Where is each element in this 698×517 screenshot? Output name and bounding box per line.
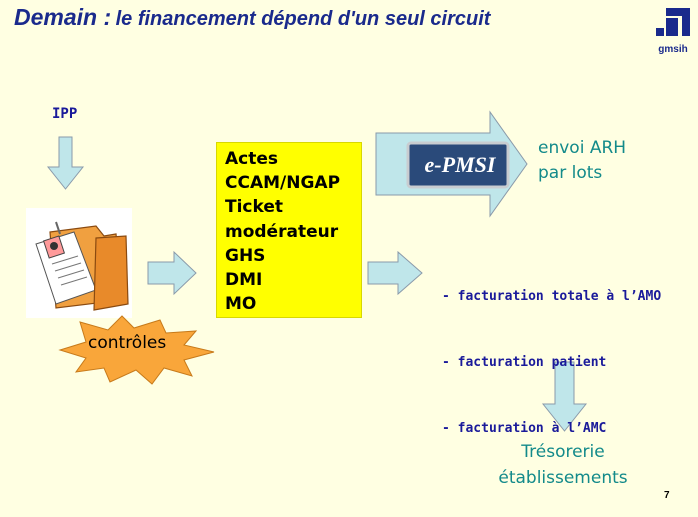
down-arrow-ipp: [46, 136, 85, 190]
title-rest: le financement dépend d'un seul circuit: [115, 8, 491, 30]
right-arrow-folder: [147, 250, 197, 296]
data-item: Actes: [225, 149, 279, 169]
data-item: CCAM/NGAP: [225, 173, 341, 194]
billing-list: - facturation totale à l’AMO - facturati…: [442, 242, 661, 462]
down-arrow-tresorerie: [541, 361, 588, 432]
logo-mark-icon: [656, 8, 690, 36]
gmsih-logo: gmsih: [652, 4, 694, 60]
right-arrow-billing: [367, 250, 423, 296]
ipp-label: IPP: [52, 106, 78, 122]
data-items-box: Actes CCAM/NGAP Ticket modérateur GHS DM…: [216, 142, 362, 318]
envoi-text: envoi ARH par lots: [538, 136, 626, 186]
epmsi-box: [406, 141, 510, 189]
tresorerie-line: établissements: [498, 468, 628, 488]
billing-item: - facturation totale à l’AMO: [442, 289, 662, 304]
patient-folder-icon: [35, 221, 129, 311]
billing-item: - facturation patient: [442, 355, 607, 370]
envoi-line: par lots: [538, 163, 603, 183]
data-item: modérateur: [225, 221, 339, 242]
title-bold: Demain :: [14, 4, 112, 30]
data-item: GHS: [225, 245, 266, 266]
tresorerie-text: Trésorerie établissements: [478, 439, 648, 491]
data-item: DMI: [225, 270, 263, 291]
epmsi-label: e-PMSI: [424, 152, 496, 177]
controles-label: contrôles: [88, 333, 167, 353]
envoi-line: envoi ARH: [538, 138, 627, 158]
logo-text: gmsih: [658, 44, 688, 55]
data-item: Ticket: [225, 197, 284, 218]
billing-item: - facturation à l’AMC: [442, 421, 607, 436]
page-number: 7: [664, 490, 670, 501]
data-item: MO: [225, 294, 257, 315]
slide-title: Demain : le financement dépend d'un seul…: [14, 4, 490, 31]
controles-burst: [58, 315, 215, 385]
tresorerie-line: Trésorerie: [521, 442, 605, 462]
